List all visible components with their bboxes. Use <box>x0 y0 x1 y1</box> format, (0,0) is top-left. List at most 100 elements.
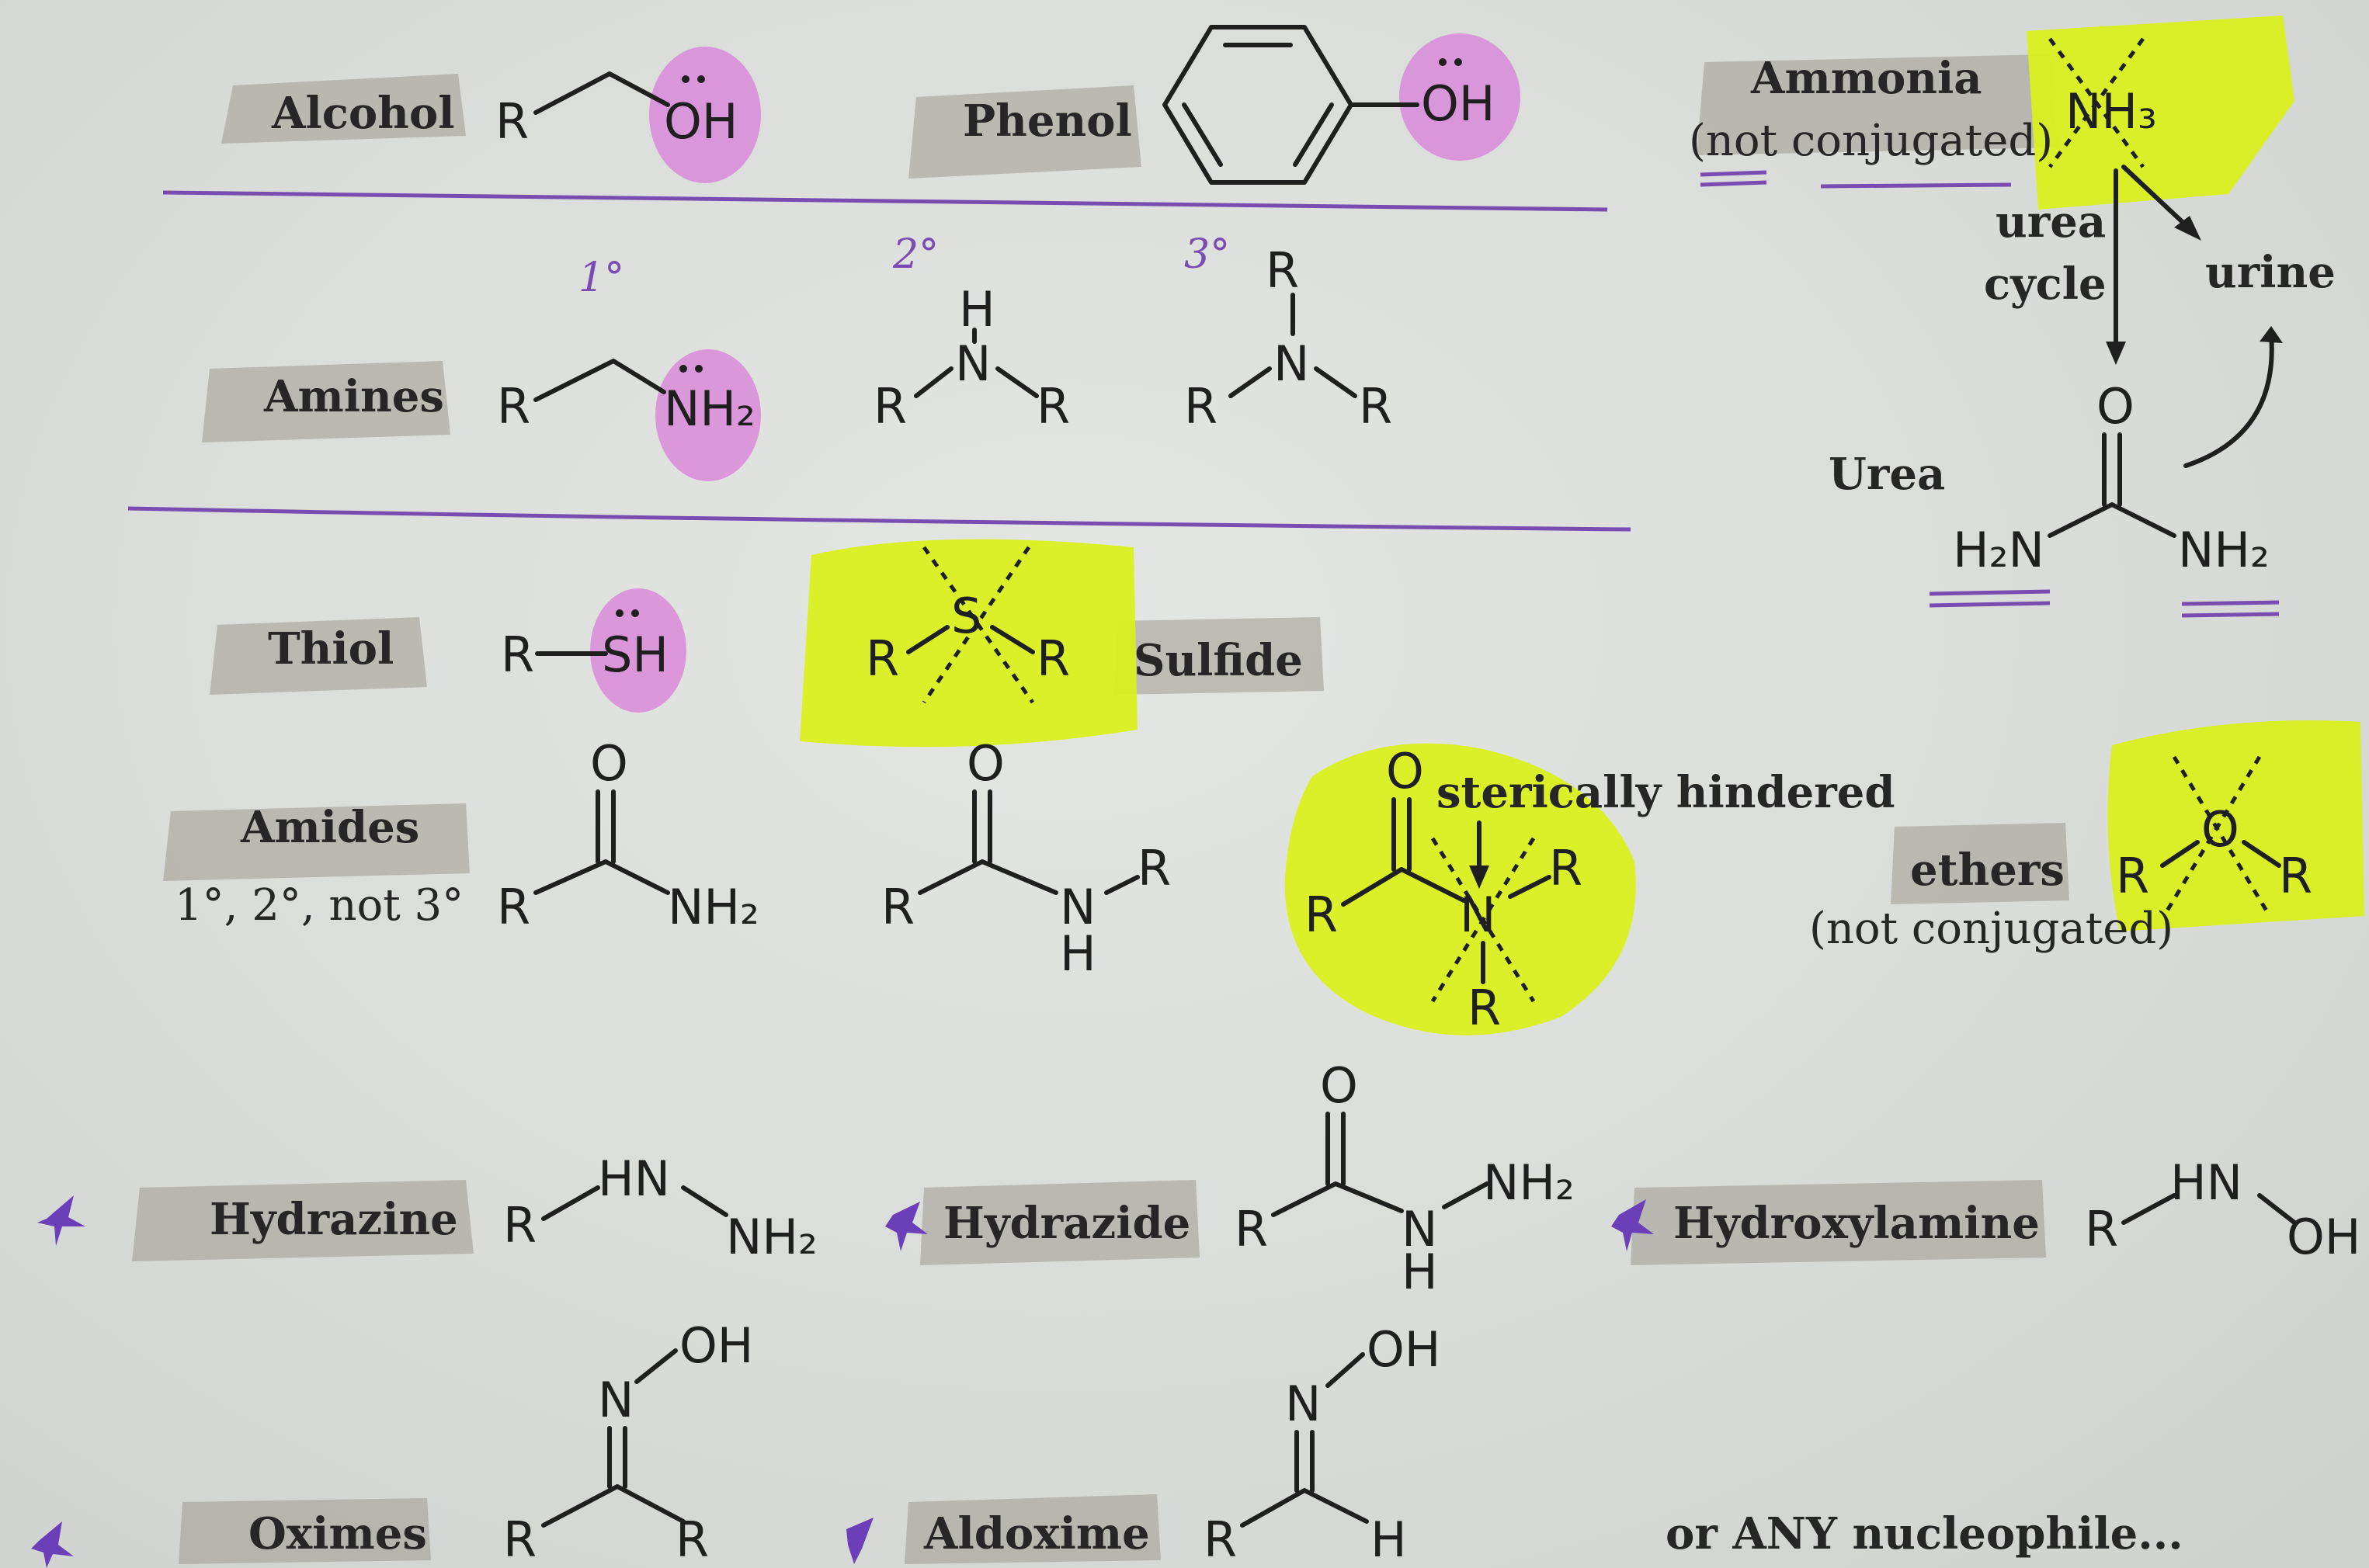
row-divider-1 <box>162 190 1608 212</box>
svg-text:H₂N: H₂N <box>1953 522 2044 578</box>
aldoxime-structure: OH N R H <box>1204 1321 1440 1568</box>
amides-label: Amides <box>240 802 419 853</box>
svg-text:HN: HN <box>2170 1154 2242 1211</box>
svg-text:R: R <box>501 626 534 683</box>
secondary-amide-structure: O R N H R <box>881 735 1171 982</box>
svg-text:OH: OH <box>679 1317 753 1374</box>
svg-text:N: N <box>1285 1375 1321 1432</box>
urea-cycle-label-2: cycle <box>1984 258 2107 310</box>
thiol-label: Thiol <box>268 623 394 675</box>
check-mark-aldoxime <box>846 1518 874 1564</box>
star-mark-hydrazide <box>885 1202 928 1251</box>
svg-text:R: R <box>866 630 899 687</box>
hydroxylamine-structure: R HN OH <box>2085 1154 2360 1265</box>
pink-highlights <box>590 33 1520 713</box>
ethers-note: (not conjugated) <box>1809 904 2173 954</box>
svg-text:O: O <box>1320 1057 1358 1114</box>
aldoxime-label: Aldoxime <box>923 1508 1150 1559</box>
svg-text:OH: OH <box>1421 75 1495 132</box>
svg-text:O: O <box>590 735 628 792</box>
hydrazine-label: Hydrazine <box>210 1194 458 1245</box>
svg-text:N: N <box>1402 1201 1437 1258</box>
alcohol-label: Alcohol <box>271 88 455 139</box>
svg-text:R: R <box>881 879 915 935</box>
alcohol-structure: R OH <box>495 71 738 150</box>
svg-text:N: N <box>955 335 991 392</box>
sterically-hindered-label: sterically hindered <box>1436 767 1895 818</box>
svg-text:R: R <box>2116 848 2149 904</box>
ether-structure: O R R <box>2116 755 2312 914</box>
svg-text:SH: SH <box>602 626 669 683</box>
svg-text:R: R <box>1304 886 1338 943</box>
thiol-structure: R SH <box>501 609 669 683</box>
svg-text:R: R <box>2279 848 2312 904</box>
svg-text:R: R <box>1138 840 1171 897</box>
svg-text:R: R <box>1235 1201 1268 1258</box>
urine-label: urine <box>2205 247 2336 298</box>
sulfide-structure: S R R <box>866 546 1070 704</box>
svg-text:OH: OH <box>1367 1321 1440 1378</box>
oxime-structure: OH N R R <box>503 1317 753 1568</box>
amides-note: 1°, 2°, not 3° <box>175 880 464 931</box>
svg-text:R: R <box>495 93 529 150</box>
yellow-highlights <box>800 16 2364 1036</box>
svg-text:H: H <box>959 281 995 338</box>
primary-amine-structure: R NH₂ <box>497 359 756 437</box>
svg-text:H: H <box>1402 1244 1438 1300</box>
svg-text:R: R <box>497 879 530 935</box>
hydroxylamine-label: Hydroxylamine <box>1673 1198 2040 1249</box>
star-mark-hydrazine <box>37 1195 85 1246</box>
ammonia-label: Ammonia <box>1750 53 1982 104</box>
svg-text:R: R <box>2085 1201 2118 1258</box>
svg-text:N: N <box>1273 335 1309 392</box>
amine-degree-2: 2° <box>892 231 939 278</box>
urea-label: Urea <box>1829 449 1945 500</box>
hydrazine-structure: R HN NH₂ <box>503 1150 818 1265</box>
label-tapes <box>132 54 2069 1564</box>
svg-text:NH₂: NH₂ <box>1483 1154 1575 1211</box>
svg-text:NH₃: NH₃ <box>2065 83 2157 140</box>
star-mark-hydroxylamine <box>1611 1199 1654 1251</box>
svg-text:R: R <box>1184 378 1217 435</box>
svg-text:S: S <box>951 588 981 644</box>
svg-text:O: O <box>1386 743 1424 800</box>
row-divider-2 <box>127 506 1631 532</box>
svg-text:NH₂: NH₂ <box>664 380 756 437</box>
svg-text:R: R <box>1468 980 1501 1036</box>
footer-note: or ANY nucleophile... <box>1666 1508 2183 1559</box>
svg-text:H: H <box>1370 1511 1407 1568</box>
svg-text:N: N <box>1060 879 1096 935</box>
amine-degree-3: 3° <box>1184 231 1230 278</box>
urea-structure: O H₂N NH₂ <box>1929 378 2280 618</box>
ammonia-structure: NH₃ <box>2048 37 2157 168</box>
urea-cycle-label-1: urea <box>1996 196 2106 248</box>
phenol-structure: OH <box>1162 25 1495 185</box>
svg-text:R: R <box>503 1197 537 1254</box>
star-mark-oximes <box>31 1521 74 1568</box>
svg-text:O: O <box>2096 378 2135 435</box>
ethers-label: ethers <box>1910 845 2065 896</box>
hydrazide-structure: O R N H NH₂ <box>1235 1057 1575 1300</box>
primary-amide-structure: O R NH₂ <box>497 735 759 935</box>
svg-text:O: O <box>967 735 1005 792</box>
svg-text:OH: OH <box>2287 1209 2360 1265</box>
phenol-label: Phenol <box>963 95 1132 147</box>
svg-text:R: R <box>1037 378 1070 435</box>
amines-label: Amines <box>263 371 444 422</box>
svg-text:R: R <box>497 378 530 435</box>
hydrazide-label: Hydrazide <box>943 1198 1190 1249</box>
svg-text:HN: HN <box>598 1150 670 1207</box>
svg-text:R: R <box>874 378 907 435</box>
svg-text:NH₂: NH₂ <box>726 1209 818 1265</box>
svg-text:R: R <box>1266 242 1299 299</box>
tertiary-amide-structure: O R N R R <box>1304 743 1582 1036</box>
secondary-amine-structure: H N R R <box>874 281 1070 435</box>
svg-text:N: N <box>598 1372 634 1428</box>
urea-cycle-arrows <box>2106 165 2283 468</box>
amine-degree-1: 1° <box>578 255 624 301</box>
svg-text:R: R <box>676 1511 709 1568</box>
svg-text:R: R <box>1549 840 1582 897</box>
svg-text:NH₂: NH₂ <box>2178 522 2270 578</box>
